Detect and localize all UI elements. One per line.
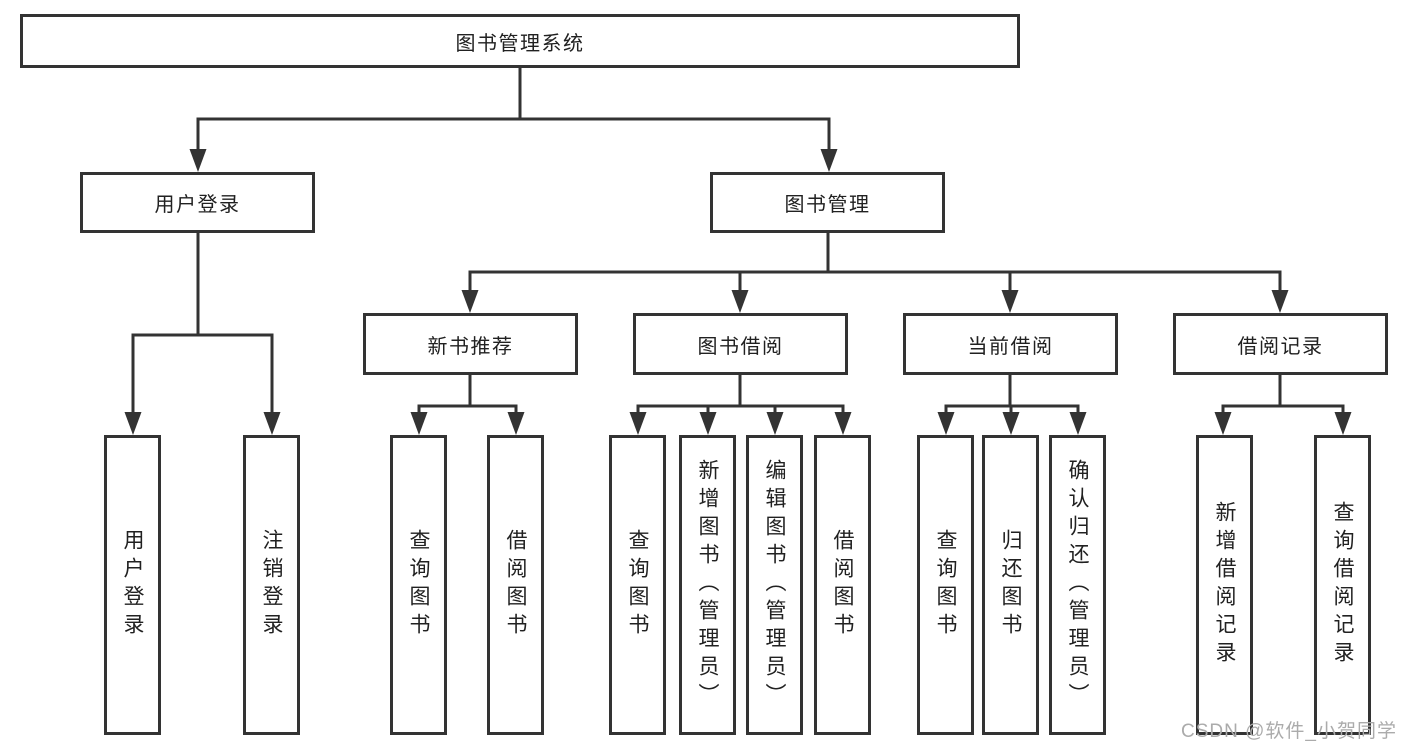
arrowhead-down-icon bbox=[1002, 412, 1020, 435]
arrowhead-down-icon bbox=[410, 412, 428, 435]
leaf-recommend-borrow-books: 借阅图书 bbox=[487, 435, 544, 735]
node-user-login-branch: 用户登录 bbox=[80, 172, 315, 233]
node-new-book-recommendation: 新书推荐 bbox=[363, 313, 578, 375]
arrowhead-down-icon bbox=[834, 412, 852, 435]
node-label: 确认归还（管理员） bbox=[1066, 459, 1089, 711]
arrowhead-down-icon bbox=[1214, 412, 1232, 435]
node-label: 查询图书 bbox=[626, 529, 649, 641]
arrowhead-down-icon bbox=[699, 412, 717, 435]
node-label: 新书推荐 bbox=[427, 335, 514, 358]
leaf-records-add-record: 新增借阅记录 bbox=[1196, 435, 1253, 735]
arrowhead-down-icon bbox=[1001, 290, 1019, 313]
leaf-current-confirm-return-admin: 确认归还（管理员） bbox=[1049, 435, 1106, 735]
node-label: 图书管理系统 bbox=[455, 32, 585, 55]
leaf-records-query-record: 查询借阅记录 bbox=[1314, 435, 1371, 735]
leaf-borrow-query-books: 查询图书 bbox=[609, 435, 666, 735]
node-label: 图书借阅 bbox=[697, 335, 784, 358]
node-label: 查询借阅记录 bbox=[1331, 501, 1354, 669]
leaf-user-login: 用户登录 bbox=[104, 435, 161, 735]
arrowhead-down-icon bbox=[629, 412, 647, 435]
leaf-logout-login: 注销登录 bbox=[243, 435, 300, 735]
node-label: 图书管理 bbox=[784, 194, 871, 216]
leaf-recommend-query-books: 查询图书 bbox=[390, 435, 447, 735]
node-label: 借阅图书 bbox=[504, 529, 527, 641]
node-label: 新增借阅记录 bbox=[1213, 501, 1236, 669]
leaf-borrow-add-books-admin: 新增图书（管理员） bbox=[679, 435, 736, 735]
node-root: 图书管理系统 bbox=[20, 14, 1020, 68]
arrowhead-down-icon bbox=[766, 412, 784, 435]
node-label: 用户登录 bbox=[154, 194, 241, 216]
arrowhead-down-icon bbox=[820, 149, 838, 172]
node-borrowing-records: 借阅记录 bbox=[1173, 313, 1388, 375]
node-label: 借阅图书 bbox=[831, 529, 854, 641]
node-label: 归还图书 bbox=[999, 529, 1022, 641]
arrowhead-down-icon bbox=[1069, 412, 1087, 435]
arrowhead-down-icon bbox=[507, 412, 525, 435]
node-label: 当前借阅 bbox=[967, 335, 1054, 358]
leaf-current-query-books: 查询图书 bbox=[917, 435, 974, 735]
node-book-borrowing: 图书借阅 bbox=[633, 313, 848, 375]
arrowhead-down-icon bbox=[1334, 412, 1352, 435]
leaf-borrow-borrow-books: 借阅图书 bbox=[814, 435, 871, 735]
node-label: 查询图书 bbox=[407, 529, 430, 641]
node-book-management: 图书管理 bbox=[710, 172, 945, 233]
arrowhead-down-icon bbox=[189, 149, 207, 172]
arrowhead-down-icon bbox=[461, 290, 479, 313]
node-label: 用户登录 bbox=[121, 529, 144, 641]
node-label: 借阅记录 bbox=[1237, 335, 1324, 358]
arrowhead-down-icon bbox=[1271, 290, 1289, 313]
arrowhead-down-icon bbox=[937, 412, 955, 435]
watermark: CSDN @软件_小贺同学 bbox=[1181, 721, 1397, 742]
node-label: 编辑图书（管理员） bbox=[763, 459, 786, 711]
arrowhead-down-icon bbox=[263, 412, 281, 435]
leaf-current-return-books: 归还图书 bbox=[982, 435, 1039, 735]
node-label: 注销登录 bbox=[260, 529, 283, 641]
arrowhead-down-icon bbox=[124, 412, 142, 435]
leaf-borrow-edit-books-admin: 编辑图书（管理员） bbox=[746, 435, 803, 735]
node-label: 查询图书 bbox=[934, 529, 957, 641]
node-current-borrowing: 当前借阅 bbox=[903, 313, 1118, 375]
arrowhead-down-icon bbox=[731, 290, 749, 313]
node-label: 新增图书（管理员） bbox=[696, 459, 719, 711]
